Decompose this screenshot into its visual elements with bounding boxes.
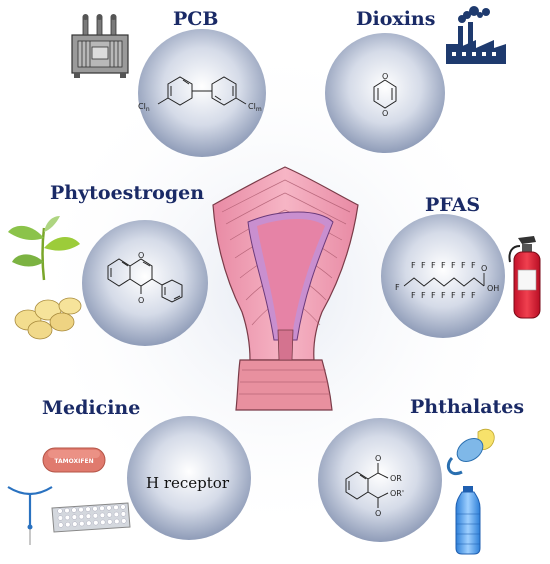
blister-pill [92, 506, 98, 512]
blister-pill [72, 521, 78, 527]
dioxin-structure [373, 79, 397, 109]
blister-pill [120, 504, 126, 510]
blister-pill [86, 520, 92, 526]
label-pfas: PFAS [425, 194, 481, 216]
medicine-circle-text: H receptor [146, 474, 230, 492]
blister-pill [113, 504, 119, 511]
water-bottle-icon [455, 486, 481, 555]
pfas-f-label: F [451, 261, 456, 270]
label-medicine: Medicine [42, 397, 141, 419]
uterus-illustration [212, 166, 359, 411]
blister-pill [78, 507, 84, 513]
medicine-circle [127, 416, 251, 540]
pill-label: TAMOXIFEN [54, 458, 93, 465]
blister-pill [71, 507, 77, 513]
blister-pill [114, 518, 120, 525]
pfas-circle [381, 214, 505, 338]
blister-pill [107, 519, 113, 525]
blister-pill [65, 521, 71, 528]
blister-pack-icon [51, 502, 131, 533]
pfas-f-label: F [471, 291, 476, 300]
label-phthalates: Phthalates [410, 396, 525, 418]
plant-icon [8, 216, 80, 281]
pfas-f-label: F [421, 261, 426, 270]
blister-pill [113, 511, 120, 518]
pcb-circle [138, 29, 266, 157]
label-dioxins: Dioxins [356, 8, 436, 30]
factory-icon [446, 6, 506, 64]
phthalate-or-1: OR [390, 474, 402, 483]
pfas-o: O [481, 264, 487, 273]
phthalate-structure [345, 463, 389, 508]
blister-pill [85, 506, 91, 512]
blister-pill [106, 512, 113, 518]
isoflavone-structure [107, 258, 183, 303]
isoflavone-o-ring: O [138, 251, 144, 260]
pfas-f-label: F [471, 261, 476, 270]
pfas-f-label: F [461, 291, 466, 300]
blister-pill [93, 520, 99, 526]
iud-icon [7, 486, 53, 545]
dioxins-circle [325, 33, 445, 153]
fire-extinguisher-icon [508, 236, 541, 319]
label-pcb: PCB [173, 8, 219, 30]
blister-pill [57, 508, 63, 514]
pfas-f-label: F [451, 291, 456, 300]
blister-pill [99, 512, 106, 518]
phthalate-or-2: OR' [390, 489, 404, 498]
pfas-f-label: F [411, 261, 416, 270]
pill-icon: TAMOXIFEN [42, 447, 106, 473]
dioxin-o-top: O [382, 72, 388, 81]
blister-pill [100, 519, 106, 525]
pfas-f-label: F [461, 261, 466, 270]
pfas-f-label: F [431, 261, 436, 270]
pfas-structure [403, 273, 485, 287]
pcb-cl-right: Clm [248, 102, 262, 113]
isoflavone-o-keto: O [138, 296, 144, 305]
pcb-structure [157, 76, 247, 106]
blister-pill [106, 505, 112, 511]
dioxin-o-bottom: O [382, 109, 388, 118]
pcb-cl-left: Cln [138, 102, 150, 113]
pfas-f-label: F [441, 291, 446, 300]
blister-pill [58, 522, 64, 528]
blister-pill [85, 513, 92, 519]
blister-pill [64, 507, 70, 514]
pfas-f-label: F [431, 291, 436, 300]
transformer-icon [71, 14, 129, 78]
blister-pill [92, 513, 99, 519]
pfas-oh: OH [487, 284, 499, 293]
blister-pill [64, 514, 71, 521]
pfas-f-label: F [441, 261, 446, 270]
pacifier-icon [446, 428, 495, 475]
blister-pill [57, 515, 64, 521]
blister-pill [121, 518, 127, 524]
blister-pill [79, 521, 85, 527]
pfas-f-label: F [411, 291, 416, 300]
blister-pill [71, 514, 78, 520]
phthalate-o-bottom: O [375, 509, 381, 518]
blister-pill [120, 511, 127, 517]
blister-pill [99, 505, 105, 511]
soybeans-icon [14, 297, 82, 340]
phthalates-circle [318, 418, 442, 542]
blister-pill [78, 514, 85, 520]
pfas-f-label: F [395, 283, 400, 292]
label-phytoestrogen: Phytoestrogen [50, 182, 205, 204]
phthalate-o-top: O [375, 454, 381, 463]
pfas-f-label: F [421, 291, 426, 300]
